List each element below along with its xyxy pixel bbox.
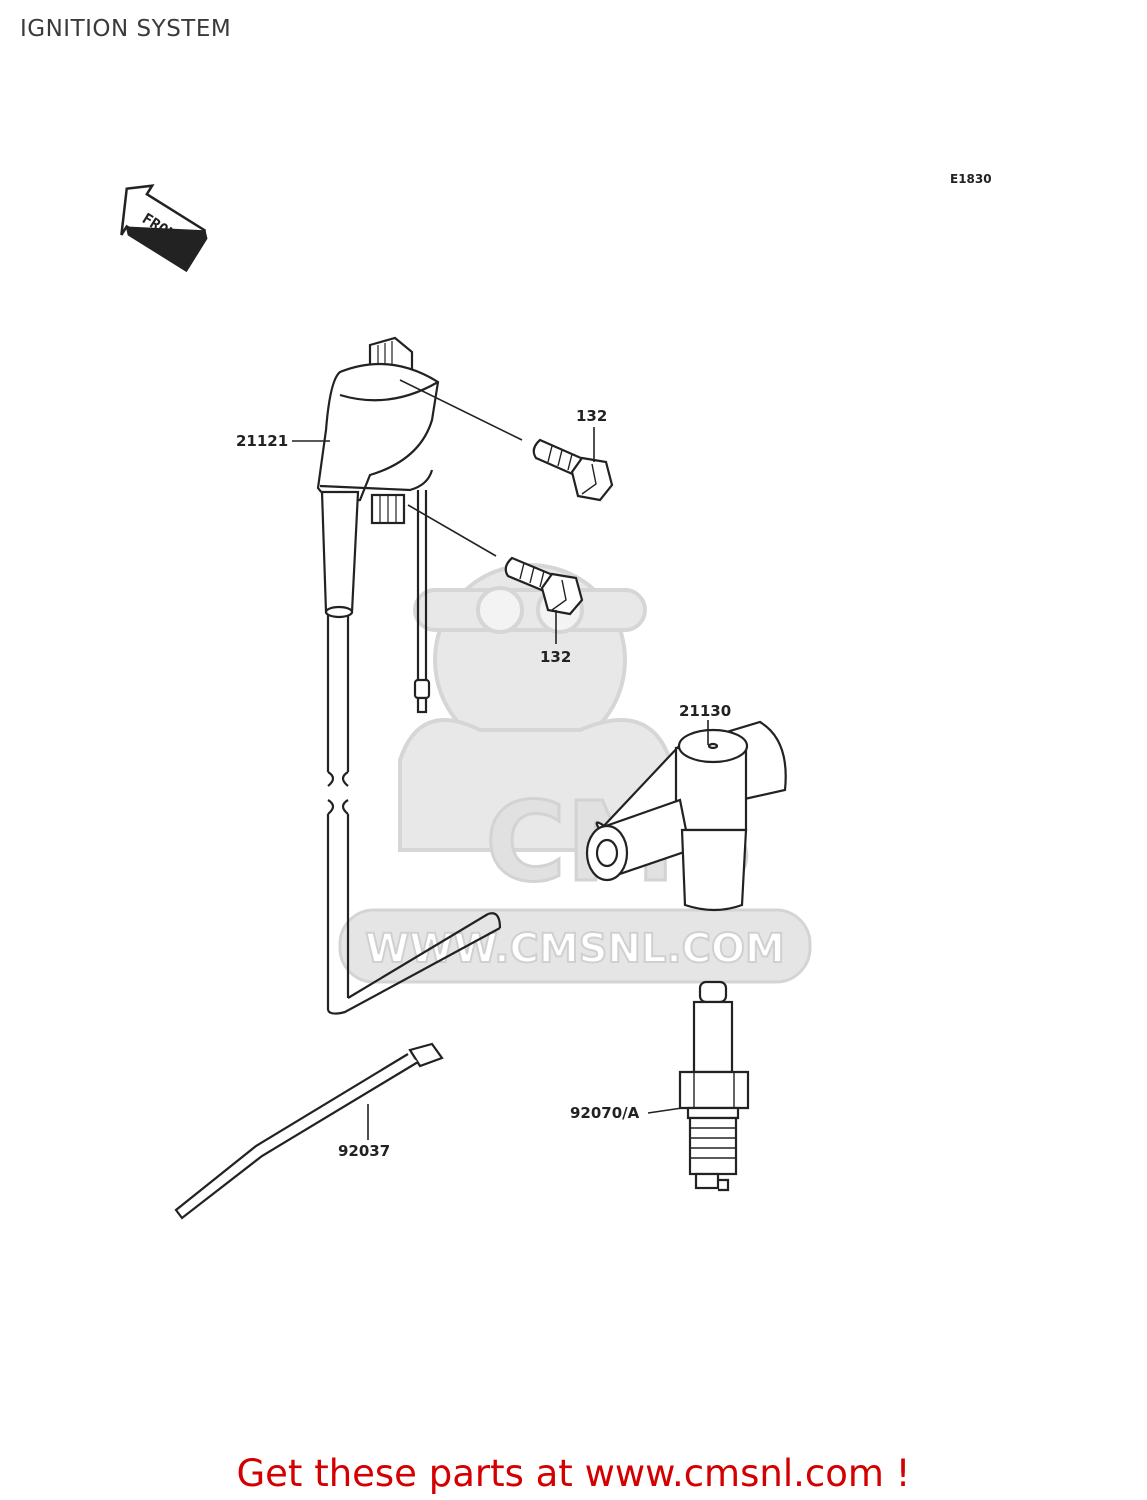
part-label-21130[interactable]: 21130 <box>679 702 731 720</box>
footer-cmsnl-link[interactable]: Get these parts at www.cmsnl.com ! <box>236 1452 911 1495</box>
page-title: IGNITION SYSTEM <box>20 16 232 42</box>
part-label-21121[interactable]: 21121 <box>236 432 288 450</box>
ignition-coil-21121[interactable] <box>316 336 502 1015</box>
bolt-132-upper[interactable] <box>532 438 614 502</box>
spark-plug-92070a[interactable] <box>678 980 750 1192</box>
plug-cap-21130[interactable] <box>585 720 787 912</box>
leader-lines <box>292 379 709 1140</box>
watermark-url-frame <box>338 908 812 984</box>
part-label-92070a[interactable]: 92070/A <box>570 1104 640 1122</box>
watermark-url-text: WWW.CMSNL.COM <box>365 926 785 972</box>
front-direction-badge: FRONT <box>120 184 208 273</box>
bolt-132-lower[interactable] <box>504 556 584 616</box>
diagram-code: E1830 <box>950 172 992 186</box>
cable-tie-92037[interactable] <box>174 1042 444 1220</box>
part-label-92037[interactable]: 92037 <box>338 1142 390 1160</box>
part-label-132-lower[interactable]: 132 <box>540 648 571 666</box>
part-label-132-upper[interactable]: 132 <box>576 407 607 425</box>
